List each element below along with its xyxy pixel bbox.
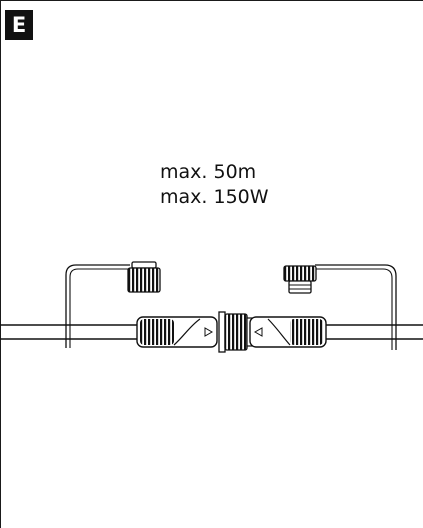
cap-tether-left xyxy=(65,264,130,348)
connector-left xyxy=(136,316,218,348)
connector-right xyxy=(249,316,327,348)
protective-cap-right xyxy=(283,265,317,294)
triangle-left-icon xyxy=(253,327,263,337)
spec-text: max. 50m max. 150W xyxy=(160,160,269,210)
max-power-label: max. 150W xyxy=(160,186,269,208)
section-badge: E xyxy=(5,10,33,40)
triangle-right-icon xyxy=(204,327,214,337)
coupling-nut xyxy=(218,311,253,353)
cap-tether-right xyxy=(315,264,397,350)
cable-right xyxy=(325,324,423,340)
protective-cap-left xyxy=(127,261,161,293)
max-length-label: max. 50m xyxy=(160,161,257,183)
